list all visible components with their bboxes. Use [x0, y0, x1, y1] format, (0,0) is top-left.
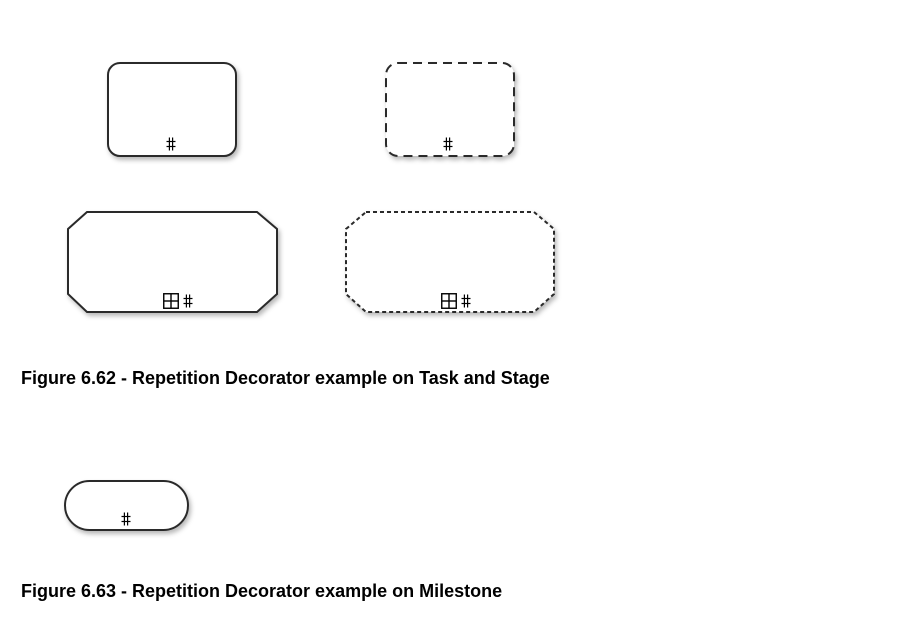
figure-6-63-caption: Figure 6.63 - Repetition Decorator examp… [21, 581, 503, 601]
collapsed-plus-box-icon [441, 293, 457, 309]
discretionary-stage-shape [345, 211, 555, 313]
milestone-shape [64, 480, 189, 531]
stage-shape [67, 211, 278, 313]
task-shape [107, 62, 237, 157]
figure-6-62 [67, 62, 555, 313]
figure-6-62-caption: Figure 6.62 - Repetition Decorator examp… [21, 368, 550, 388]
discretionary-task-shape [385, 62, 515, 157]
collapsed-plus-box-icon [163, 293, 179, 309]
figure-6-63 [64, 480, 189, 531]
